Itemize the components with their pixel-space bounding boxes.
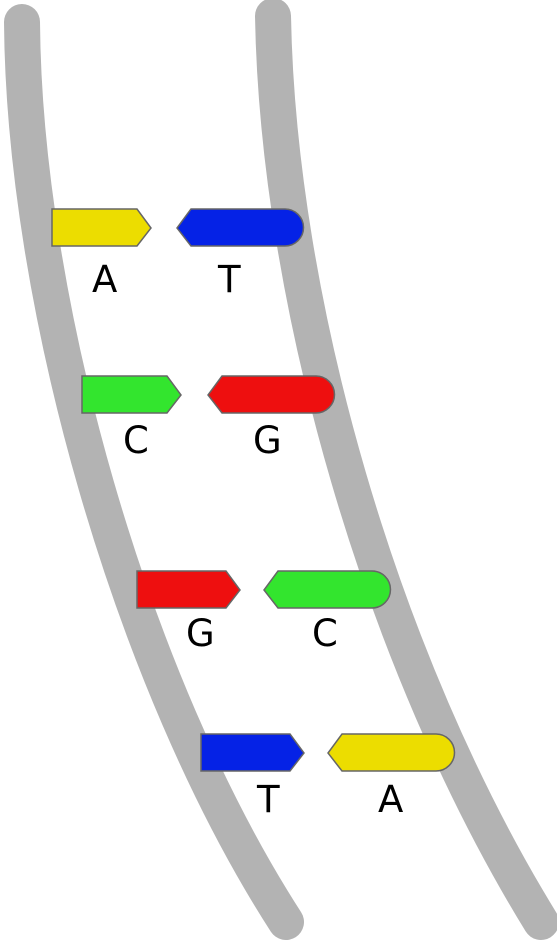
right-base-4 <box>327 733 456 772</box>
right-base-1 <box>176 208 305 247</box>
left-base-label-4: T <box>256 778 280 821</box>
right-base-label-3: C <box>312 612 338 655</box>
backbone-strand-left <box>4 4 304 940</box>
base-pair-3: G C <box>136 570 392 655</box>
right-base-label-4: A <box>378 778 403 821</box>
base-pair-4: T A <box>200 733 456 821</box>
left-base-label-3: G <box>186 612 215 655</box>
right-base-2 <box>207 375 336 414</box>
right-base-label-2: G <box>253 419 282 462</box>
left-base-1 <box>51 208 152 247</box>
backbone-strand-right <box>255 0 557 940</box>
left-base-3 <box>136 570 241 609</box>
base-pair-2: C G <box>81 375 336 462</box>
right-base-3 <box>263 570 392 609</box>
right-base-label-1: T <box>217 258 241 301</box>
left-base-label-1: A <box>92 258 117 301</box>
left-base-2 <box>81 375 182 414</box>
left-base-4 <box>200 733 305 772</box>
base-pair-1: A T <box>51 208 305 301</box>
left-base-label-2: C <box>123 419 149 462</box>
